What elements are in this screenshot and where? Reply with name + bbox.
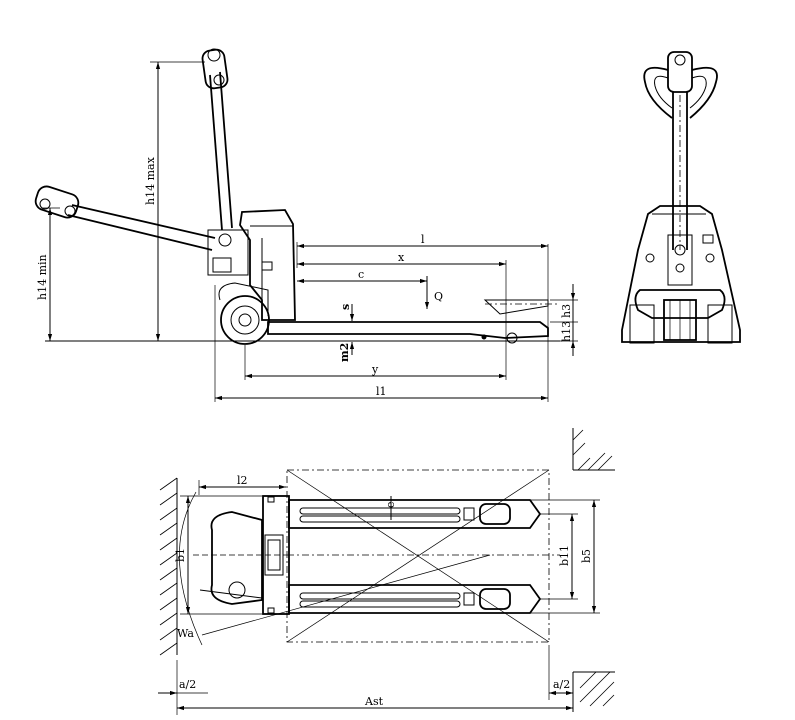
dim-label-Q: Q xyxy=(434,290,443,303)
dim-label-b5: b5 xyxy=(580,549,593,563)
dim-label-l1: l1 xyxy=(376,385,387,398)
dim-label-b1: b1 xyxy=(174,548,187,562)
upper-right-wall xyxy=(572,428,615,471)
dim-label-h13: h13 xyxy=(560,321,573,342)
dim-label-x: x xyxy=(398,251,405,264)
dim-label-y: y xyxy=(371,363,379,376)
dim-label-s: s xyxy=(339,304,352,310)
turning-radius-arc xyxy=(179,491,203,646)
top-view: l2 e b1 b11 b5 Wa a/2 a/2 Ast xyxy=(158,428,615,715)
front-view xyxy=(621,51,741,344)
drive-wheel xyxy=(218,282,270,345)
truck-top xyxy=(199,495,290,615)
dim-label-c: c xyxy=(358,268,364,281)
truck-body xyxy=(207,209,296,321)
dim-label-b11: b11 xyxy=(558,545,571,566)
dim-label-h14-max: h14 max xyxy=(144,156,157,205)
lower-right-wall xyxy=(572,671,615,712)
dim-label-h3: h3 xyxy=(560,304,573,318)
dim-label-l2: l2 xyxy=(237,474,248,487)
dim-label-Ast: Ast xyxy=(364,695,384,708)
handle-lowered xyxy=(34,185,216,251)
dim-label-Wa: Wa xyxy=(177,627,194,640)
dim-label-e: e xyxy=(384,501,397,508)
left-wall xyxy=(159,477,178,656)
dim-label-a2-left: a/2 xyxy=(179,678,196,691)
fork xyxy=(267,299,560,344)
dim-label-a2-right: a/2 xyxy=(553,678,570,691)
handle-upright xyxy=(201,48,233,231)
dim-label-l: l xyxy=(421,233,425,246)
dim-label-h14-min: h14 min xyxy=(36,254,49,300)
dim-label-m2: m2 xyxy=(338,343,351,362)
forks-top xyxy=(288,499,542,614)
side-view: l x c Q s m2 y l1 h3 h13 xyxy=(34,48,578,402)
